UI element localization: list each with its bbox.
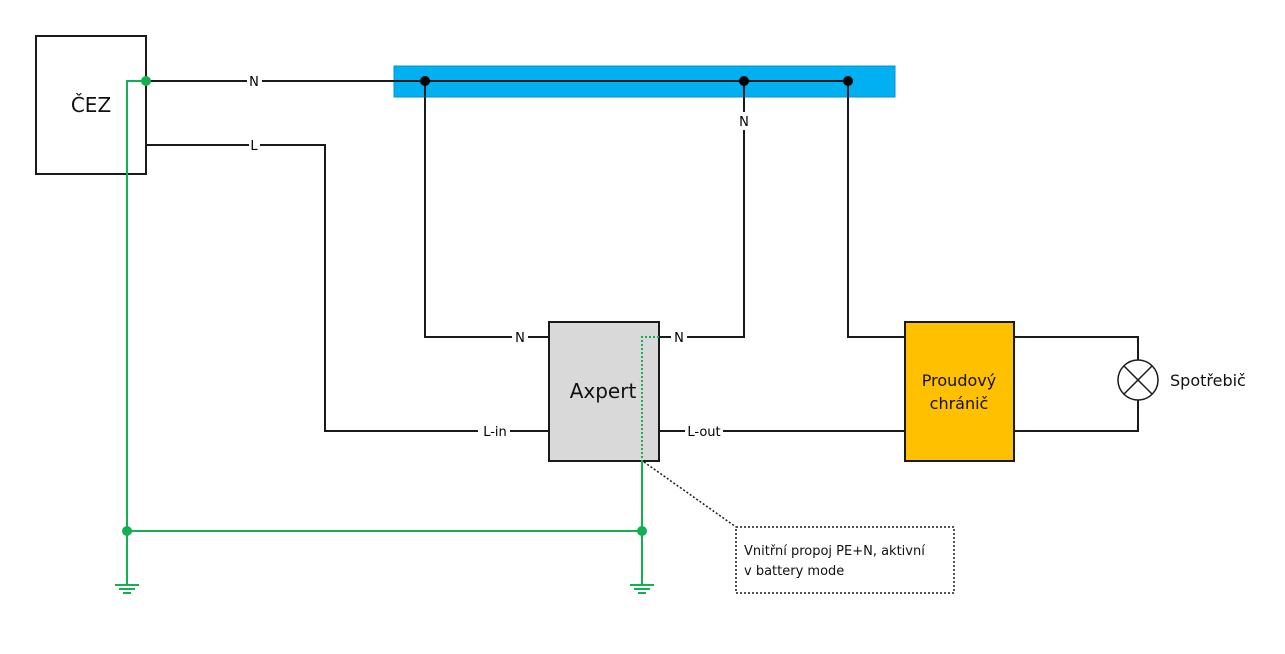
bus-junction-dot: [739, 76, 749, 86]
callout-line2: v battery mode: [744, 564, 844, 579]
ground-icon: [630, 584, 654, 594]
l-in-label: L-in: [483, 425, 507, 440]
rcd-box: Proudový chránič: [904, 321, 1015, 462]
callout-line1: Vnitřní propoj PE+N, aktivní: [744, 544, 925, 559]
rcd-label-line2: chránič: [930, 394, 989, 413]
rcd-neutral-wire: [847, 81, 905, 338]
l-out-label: L-out: [687, 425, 720, 440]
lamp-icon: [1117, 359, 1159, 401]
internal-pe-n-bond: [641, 336, 659, 462]
grid-supply-label: ČEZ: [71, 93, 111, 117]
callout: Vnitřní propoj PE+N, aktivní v battery m…: [643, 461, 955, 594]
bus-junction-dot: [420, 76, 430, 86]
rcd-label-line1: Proudový: [922, 371, 996, 390]
supply-l-label: L: [250, 139, 258, 154]
bus-n-label: N: [739, 115, 749, 130]
n-in-label: N: [515, 331, 525, 346]
inverter-label: Axpert: [570, 379, 637, 403]
n-out-label: N: [674, 331, 684, 346]
grid-supply-box: ČEZ: [35, 35, 147, 175]
pe-junction-dot: [122, 526, 132, 536]
pe-junction-dot: [141, 76, 151, 86]
supply-line-wire: L L-in: [146, 139, 549, 440]
inverter-neutral-out-wire: N N: [659, 81, 749, 346]
pe-junction-dot: [637, 526, 647, 536]
l-out-wire: L-out: [659, 425, 905, 440]
inverter-neutral-in-wire: N: [424, 81, 549, 346]
supply-n-label: N: [249, 75, 259, 90]
load-circuit: Spotřebič: [1014, 336, 1246, 432]
bus-junction-dot: [843, 76, 853, 86]
load-label: Spotřebič: [1170, 371, 1246, 390]
protective-earth-wiring: [126, 80, 643, 585]
ground-icon: [115, 584, 139, 594]
inverter-box: Axpert: [548, 321, 660, 462]
supply-neutral-wire: N: [146, 75, 848, 90]
